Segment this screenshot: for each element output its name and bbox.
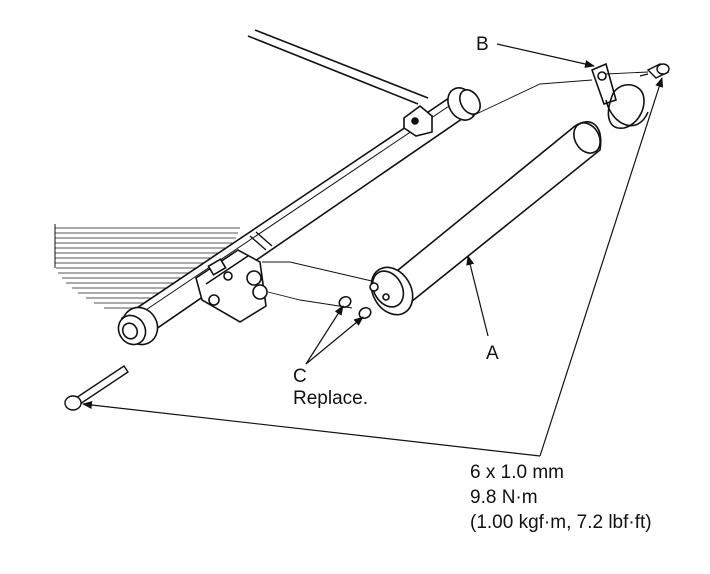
callout-c-note: Replace.: [293, 388, 368, 409]
leader-arrows: [82, 43, 664, 457]
callout-b-label: B: [476, 34, 489, 55]
alignment-lines: [262, 261, 377, 309]
o-rings: [338, 295, 372, 320]
tank-top-fitting: [403, 87, 481, 137]
torque-nm-spec: 9.8 N·m: [470, 487, 538, 508]
tank-bottom-cap: [117, 306, 159, 346]
callout-c-label: C: [293, 366, 307, 387]
clamp-bolt: [639, 63, 670, 79]
bolt-size-spec: 6 x 1.0 mm: [470, 462, 564, 483]
condenser-fins: [54, 224, 240, 309]
callout-a-label: A: [486, 343, 499, 364]
receiver-clamp: [590, 62, 649, 129]
mount-bolt: [64, 365, 129, 411]
condenser-top-rail: [247, 29, 429, 105]
receiver-mount-block: [195, 249, 268, 323]
guide-lines: [471, 71, 649, 117]
receiver-dryer: [369, 121, 602, 316]
torque-alt-spec: (1.00 kgf·m, 7.2 lbf·ft): [470, 512, 652, 533]
